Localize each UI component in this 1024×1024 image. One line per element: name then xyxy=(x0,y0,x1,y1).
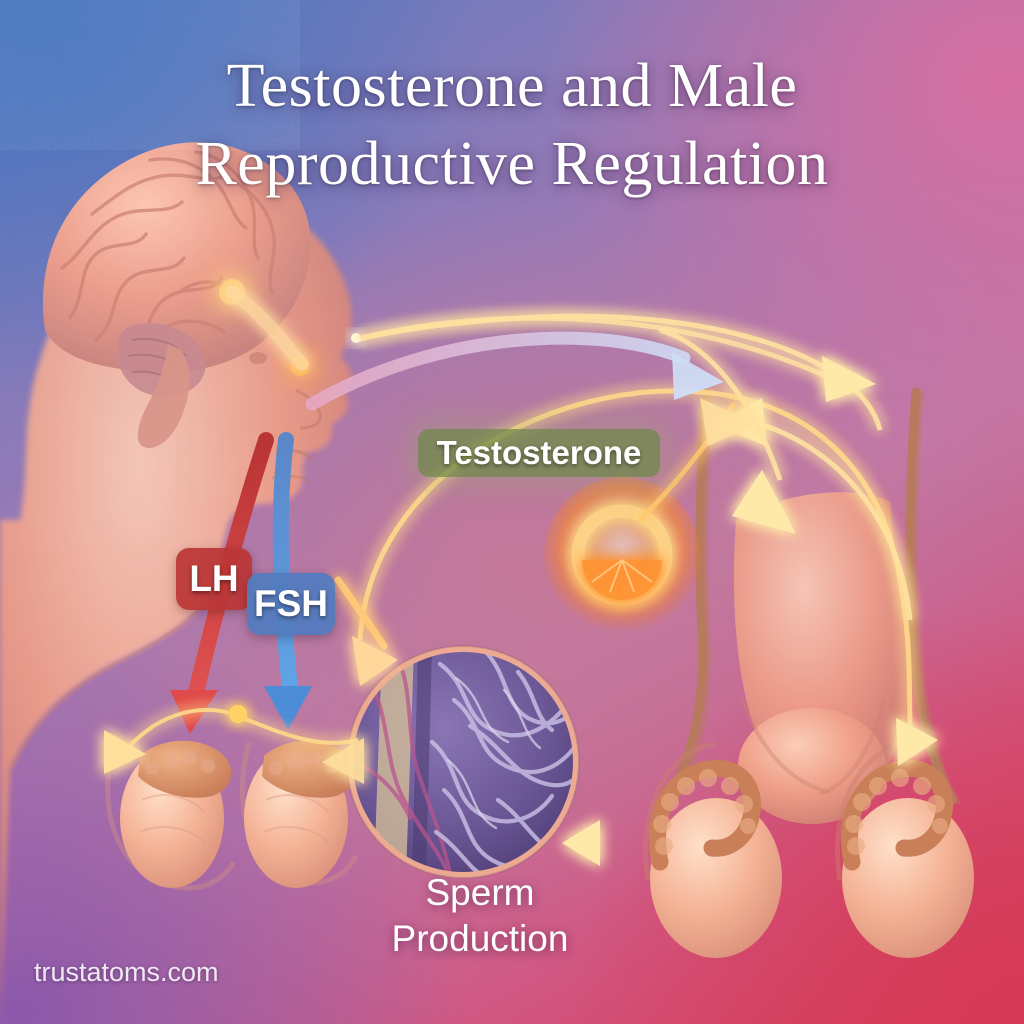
lh-label-text: LH xyxy=(189,558,239,599)
orb-to-anatomy-arrow xyxy=(638,398,756,522)
sperm-caption-line-1: Sperm xyxy=(425,872,535,913)
sperm-production-inset xyxy=(346,645,580,879)
male-reproductive-anatomy-illustration xyxy=(642,387,974,958)
fsh-arrow xyxy=(264,432,312,730)
testes-pair-illustration xyxy=(105,734,359,891)
testosterone-to-anatomy-arrow xyxy=(659,327,796,534)
sperm-production-caption: Sperm Production xyxy=(330,870,630,963)
upper-right-feedback-arrow xyxy=(359,315,876,402)
pituitary-signal-arrow xyxy=(305,331,724,411)
testes-connector-line xyxy=(104,705,364,784)
brain-illustration xyxy=(42,142,311,448)
page-title: Testosterone and Male Reproductive Regul… xyxy=(0,48,1024,203)
sperm-caption-line-2: Production xyxy=(391,918,569,960)
sperm-return-arrow xyxy=(562,820,652,866)
title-line-1: Testosterone and Male xyxy=(226,52,798,120)
watermark-text: trustatoms.com xyxy=(34,957,219,987)
title-line-2: Reproductive Regulation xyxy=(195,129,829,198)
fsh-label-text: FSH xyxy=(254,583,328,624)
testosterone-label-text: Testosterone xyxy=(436,434,642,471)
sperm-production-arrow xyxy=(334,576,398,686)
fsh-label-badge: FSH xyxy=(247,573,335,635)
lh-label-badge: LH xyxy=(176,548,252,610)
testosterone-molecule-orb xyxy=(544,477,700,633)
testosterone-label-badge: Testosterone xyxy=(418,429,660,477)
